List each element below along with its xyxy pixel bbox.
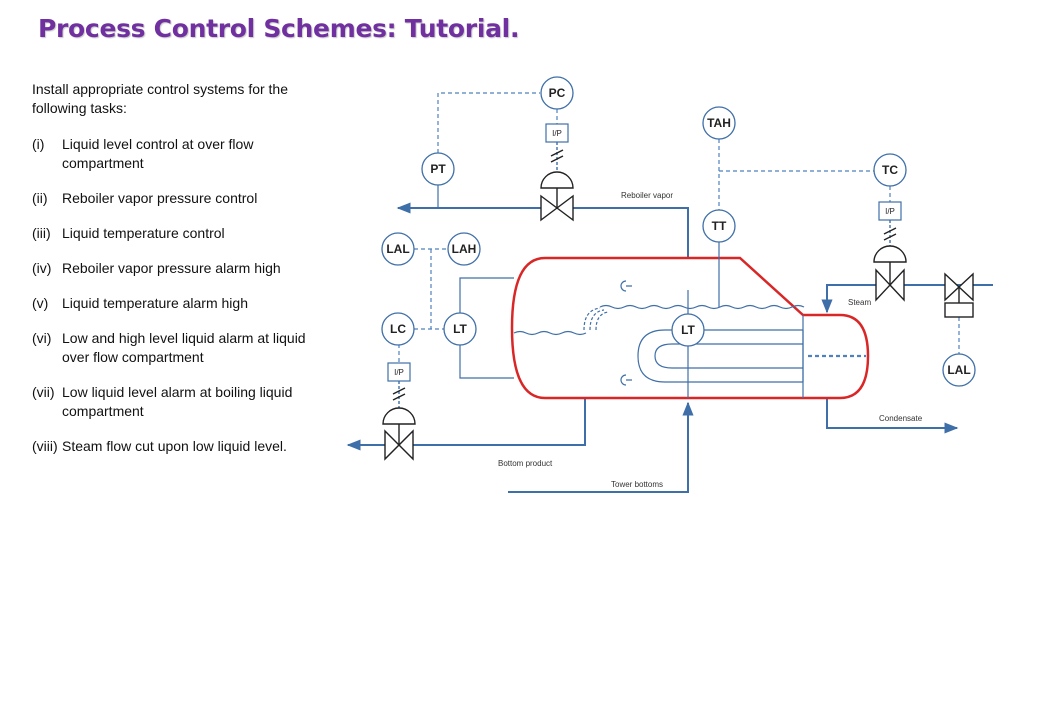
actuator-dome — [382, 407, 416, 425]
overflow-curve-1 — [583, 307, 601, 331]
overflow-curve-2 — [589, 309, 605, 331]
task-item: (vii) Low liquid level alarm at boiling l… — [32, 383, 322, 421]
task-number: (v) — [32, 295, 49, 311]
task-item: (v) Liquid temperature alarm high — [32, 294, 322, 313]
valve-body — [384, 429, 414, 461]
instrument-connections — [437, 184, 720, 398]
pt-bubble — [421, 152, 455, 186]
level-probe-top — [620, 280, 632, 292]
lal-left-label: LAL — [386, 242, 409, 256]
task-text: Liquid temperature alarm high — [62, 295, 248, 311]
tt-bubble — [702, 209, 736, 243]
task-text: Liquid temperature control — [62, 225, 225, 241]
lc-ip-label: I/P — [394, 368, 404, 377]
actuator-dome — [873, 245, 907, 263]
signal-lines — [398, 92, 960, 362]
task-text: Liquid level control at over flow compar… — [62, 136, 254, 171]
tc-label: TC — [882, 163, 898, 177]
task-number: (vii) — [32, 384, 55, 400]
process-pipes — [346, 202, 993, 493]
lal-right-bubble — [942, 353, 976, 387]
lt-left-bubble — [443, 312, 477, 346]
tower-bottoms-label: Tower bottoms — [611, 480, 663, 489]
steam-cutoff-valve — [944, 272, 974, 318]
pc-label: PC — [549, 86, 566, 100]
task-item: (viii)Steam flow cut upon low liquid lev… — [32, 437, 322, 456]
pc-ip-box — [545, 123, 569, 143]
vessel-internals — [513, 280, 805, 398]
pt-label: PT — [430, 162, 446, 176]
condensate-outlet-pipe — [826, 398, 959, 434]
overflow-curve-3 — [595, 311, 609, 331]
steam-label: Steam — [848, 298, 871, 307]
lal-left-bubble — [381, 232, 415, 266]
lc-label: LC — [390, 322, 406, 336]
task-text: Steam flow cut upon low liquid level. — [62, 438, 287, 454]
tc-ip-label: I/P — [885, 207, 895, 216]
task-list: Install appropriate control systems for … — [32, 80, 322, 472]
task-number: (vi) — [32, 330, 52, 346]
tc-control-valve — [873, 220, 907, 302]
pt-pc-signal — [437, 92, 540, 153]
tah-label: TAH — [707, 116, 731, 130]
pc-bubble — [540, 76, 574, 110]
actuator-dome — [540, 171, 574, 189]
task-item: (i) Liquid level control at over flow com… — [32, 135, 322, 173]
bottom-product-pipe — [346, 398, 586, 451]
task-item: (iv) Reboiler vapor pressure alarm high — [32, 259, 322, 278]
instrument-bubbles — [381, 76, 976, 387]
vessel-shell — [510, 256, 870, 400]
bottom-product-label: Bottom product — [498, 459, 553, 468]
vapor-outlet-pipe — [396, 202, 689, 258]
tt-label: TT — [712, 219, 727, 233]
task-intro: Install appropriate control systems for … — [32, 81, 289, 116]
task-item: (iii) Liquid temperature control — [32, 224, 322, 243]
lt-center-bubble — [671, 313, 705, 347]
tc-ip-box — [878, 201, 902, 221]
page-title: Process Control Schemes: Tutorial. — [38, 14, 520, 43]
reboiler-vapor-label: Reboiler vapor — [621, 191, 673, 200]
lt-left-label: LT — [453, 322, 467, 336]
tower-bottoms-pipe — [508, 401, 694, 493]
tah-bubble — [702, 106, 736, 140]
tc-bubble — [873, 153, 907, 187]
condensate-label: Condensate — [879, 414, 923, 423]
task-number: (iii) — [32, 225, 51, 241]
valve-body — [540, 194, 574, 222]
overflow-level-line — [513, 330, 587, 336]
pc-control-valve — [540, 142, 574, 222]
lah-bubble — [447, 232, 481, 266]
steam-inlet-pipe — [821, 284, 993, 314]
task-item: (ii) Reboiler vapor pressure control — [32, 189, 322, 208]
task-text: Low liquid level alarm at boiling liquid… — [62, 384, 293, 419]
lah-label: LAH — [452, 242, 477, 256]
liquid-level-line — [599, 304, 805, 310]
tube-bundle-inner — [654, 343, 803, 369]
lc-control-valve — [382, 381, 416, 461]
level-probe-bottom — [620, 374, 632, 386]
task-item: (vi) Low and high level liquid alarm at l… — [32, 329, 322, 367]
solenoid-box — [944, 302, 974, 318]
reboiler-vessel — [510, 256, 870, 400]
task-number: (iv) — [32, 260, 52, 276]
tube-bundle-outer — [637, 329, 803, 383]
task-number: (i) — [32, 136, 45, 152]
lc-ip-box — [387, 362, 411, 382]
task-text: Low and high level liquid alarm at liqui… — [62, 330, 306, 365]
lc-bubble — [381, 312, 415, 346]
valve-body — [875, 268, 905, 302]
ip-transducers — [387, 123, 902, 382]
pc-ip-label: I/P — [552, 129, 562, 138]
lt-center-label: LT — [681, 323, 695, 337]
lal-right-label: LAL — [947, 363, 970, 377]
task-text: Reboiler vapor pressure control — [62, 190, 258, 206]
task-text: Reboiler vapor pressure alarm high — [62, 260, 281, 276]
task-number: (ii) — [32, 190, 48, 206]
task-number: (viii) — [32, 438, 58, 454]
